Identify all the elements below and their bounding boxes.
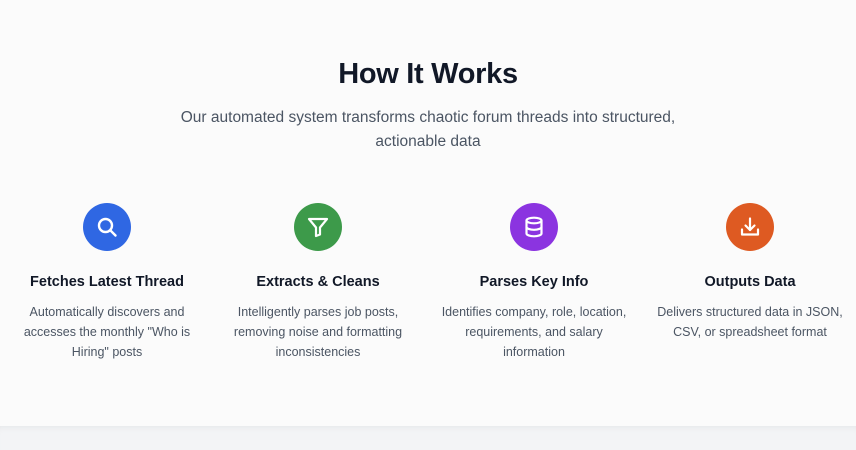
steps-grid: Fetches Latest Thread Automatically disc…	[0, 203, 856, 383]
step-title: Outputs Data	[704, 274, 796, 290]
step-title: Extracts & Cleans	[256, 274, 380, 290]
step-description: Delivers structured data in JSON, CSV, o…	[657, 305, 843, 339]
next-section-edge	[0, 426, 856, 450]
download-icon	[738, 215, 762, 239]
search-icon	[95, 215, 119, 239]
section-subtitle: Our automated system transforms chaotic …	[180, 109, 676, 150]
database-icon	[522, 215, 546, 239]
step-card-output: Outputs Data Delivers structured data in…	[643, 203, 856, 342]
step-icon-circle	[294, 203, 342, 251]
step-icon-circle	[510, 203, 558, 251]
filter-icon	[306, 215, 330, 239]
step-card-extract: Extracts & Cleans Intelligently parses j…	[211, 203, 425, 362]
step-description: Identifies company, role, location, requ…	[441, 305, 627, 359]
step-icon-circle	[83, 203, 131, 251]
step-icon-circle	[726, 203, 774, 251]
section-title: How It Works	[338, 58, 518, 90]
step-description: Intelligently parses job posts, removing…	[233, 305, 403, 359]
step-card-parse: Parses Key Info Identifies company, role…	[427, 203, 641, 362]
step-title: Parses Key Info	[479, 274, 589, 290]
step-description: Automatically discovers and accesses the…	[23, 305, 191, 359]
how-it-works-section: How It Works Our automated system transf…	[0, 58, 856, 383]
step-card-fetch: Fetches Latest Thread Automatically disc…	[0, 203, 214, 362]
step-title: Fetches Latest Thread	[30, 274, 184, 290]
